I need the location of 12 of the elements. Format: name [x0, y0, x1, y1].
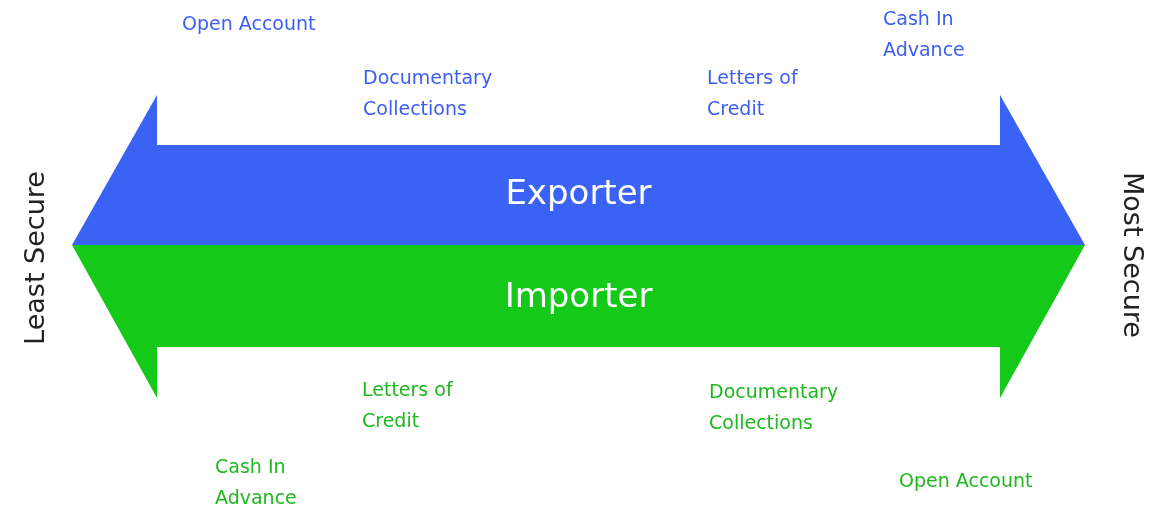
method-label: Cash In Advance — [883, 6, 966, 62]
method-label: Documentary Collections — [363, 65, 494, 121]
method-label: Letters of Credit — [707, 65, 799, 121]
method-label: Documentary Collections — [709, 379, 840, 435]
method-label: Letters of Credit — [362, 377, 454, 433]
axis-label: Most Secure — [1116, 172, 1149, 338]
band-label: Importer — [504, 275, 653, 315]
method-label: Cash In Advance — [215, 454, 298, 510]
band-label: Exporter — [505, 172, 652, 212]
method-label: Open Account — [182, 11, 317, 36]
axis-label: Least Secure — [18, 171, 51, 345]
method-label: Open Account — [899, 468, 1034, 493]
